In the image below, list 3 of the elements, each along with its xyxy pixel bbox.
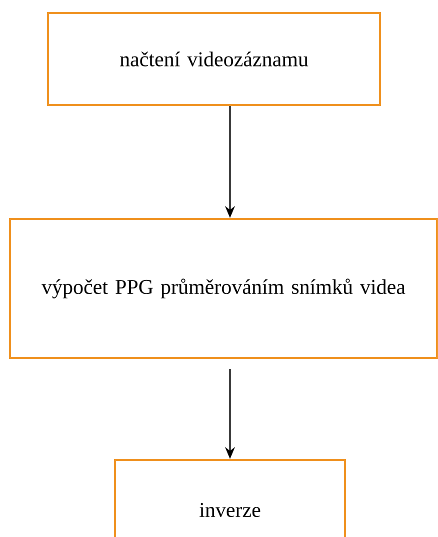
- process-box: výpočet PPG průměrováním snímků videa: [9, 218, 438, 359]
- process-box: načtení videozáznamu: [47, 12, 381, 106]
- process-box: inverze: [114, 459, 346, 537]
